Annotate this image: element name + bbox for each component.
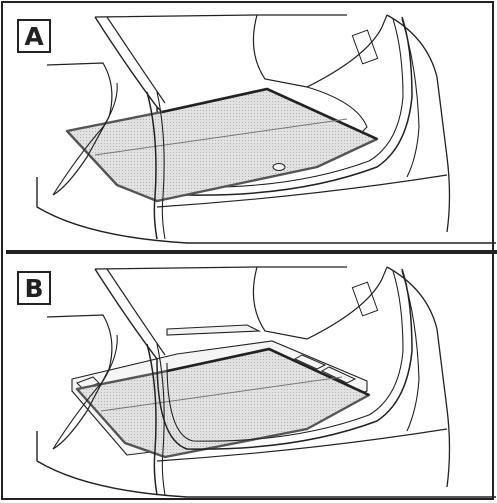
roof-line [94,14,347,18]
panel-a-label: A [17,19,51,53]
side-vent [351,281,379,317]
tray-slot-right-1 [293,354,327,370]
side-wall [252,14,388,88]
side-trim-left-2 [52,334,118,450]
panel-divider [6,250,497,254]
deck-board-handle-icon [272,163,286,171]
wheel-arch [306,86,368,138]
right-panel-inner [401,270,420,432]
rear-bumper-outline [36,177,496,244]
deck-board-rear-edge [166,347,370,397]
rear-pillar-left [94,268,168,370]
side-wall [252,266,388,340]
hatch-opening-trim-inner [166,270,404,442]
rear-pillar-left-inner [106,268,166,356]
deck-board-seam [94,118,348,156]
cargo-area-illustration-a [36,14,496,244]
right-panel [386,14,451,233]
panel-b-label: B [17,271,51,305]
deck-board-rear-edge [161,87,378,141]
deck-board-seam [100,376,343,412]
panel-b: B [7,259,496,502]
body-lower-line [156,428,448,462]
hatch-strut-inner [156,343,166,496]
hatch-strut-inner [156,91,166,240]
side-vent [351,29,379,65]
hatch-strut [146,91,158,240]
tray-slot-right-2 [320,366,357,384]
right-panel [386,266,451,488]
hatch-strut [146,343,158,496]
panel-a: A [7,7,496,247]
rear-pillar-left-inner [106,16,166,104]
side-trim-left-2 [52,82,118,196]
hatch-opening-trim [156,268,413,450]
body-lower-line [156,174,448,208]
rear-pillar-left [94,16,168,118]
cargo-area-illustration-b [36,266,496,498]
roof-line [94,266,347,270]
rear-bumper-outline [36,431,496,498]
seatback-edge [166,324,262,336]
right-panel-inner [401,18,420,178]
